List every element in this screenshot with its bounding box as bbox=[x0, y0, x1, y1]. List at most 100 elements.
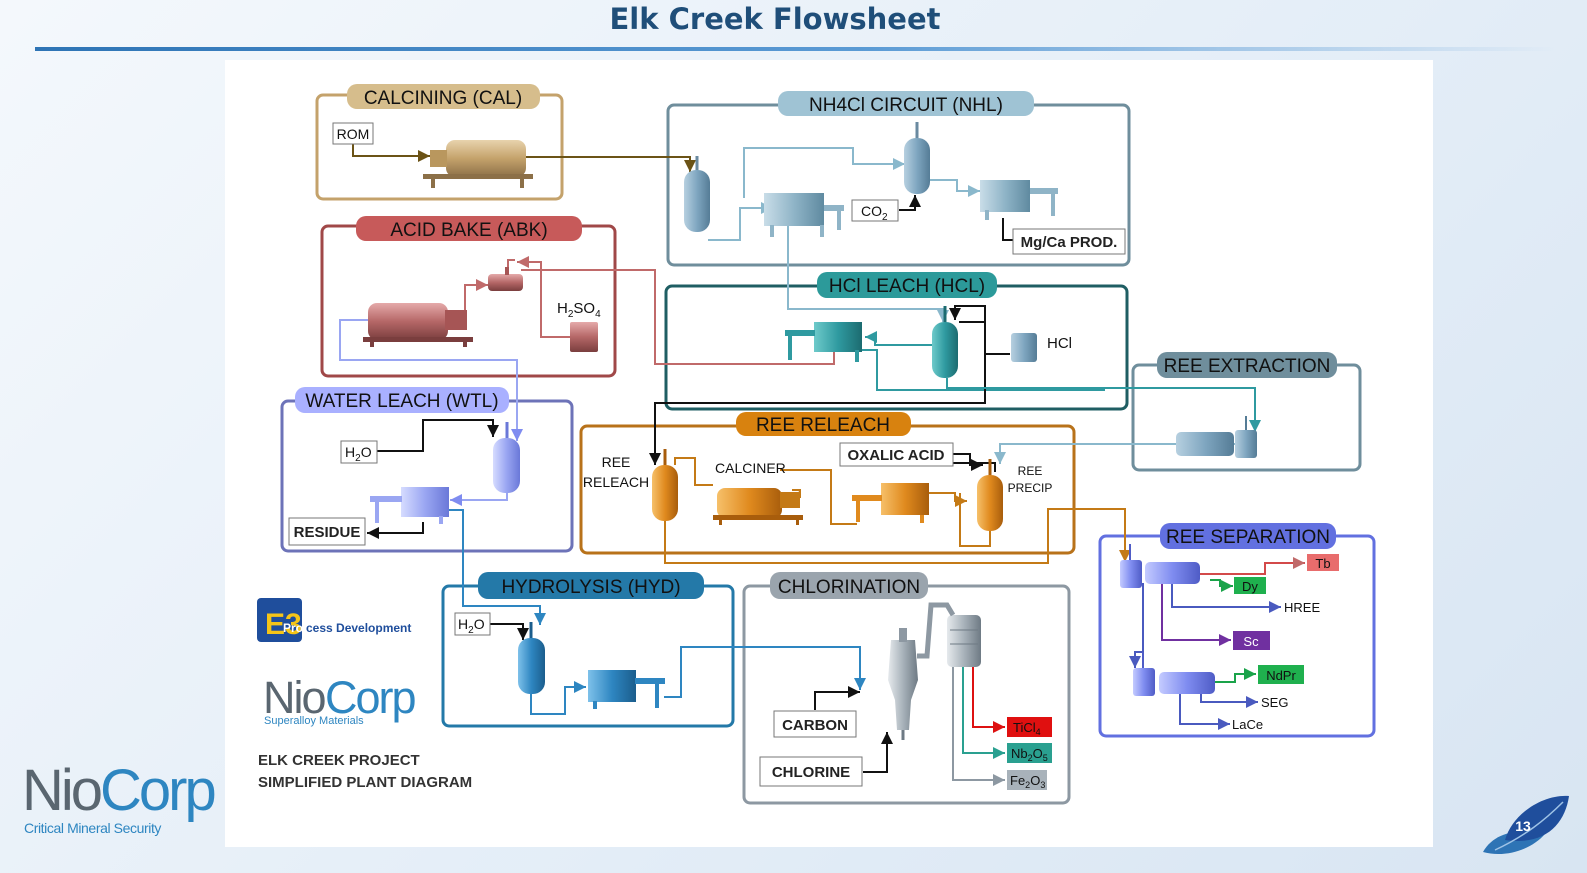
flow-chlorine bbox=[863, 732, 893, 773]
svg-text:CALCINER: CALCINER bbox=[715, 460, 786, 476]
svg-text:HYDROLYSIS (HYD): HYDROLYSIS (HYD) bbox=[501, 577, 680, 598]
ree-precip-reactor-icon bbox=[977, 459, 1003, 531]
svg-text:SIMPLIFIED PLANT DIAGRAM: SIMPLIFIED PLANT DIAGRAM bbox=[258, 774, 472, 791]
hcl-leach-title: HCl LEACH (HCL) bbox=[817, 272, 997, 298]
flow-abk-dryer-loop bbox=[507, 259, 515, 273]
flow-hyd-chl bbox=[664, 646, 866, 698]
svg-text:Dy: Dy bbox=[1242, 579, 1258, 594]
flow-releach-bottom bbox=[664, 508, 1131, 564]
flow-nhl-hcl bbox=[787, 225, 949, 322]
ticl4-product-label: TiCl4 bbox=[1007, 717, 1052, 737]
svg-text:PRECIP: PRECIP bbox=[1008, 481, 1053, 495]
tb-product-label: Tb bbox=[1307, 554, 1339, 571]
flow-lines bbox=[339, 143, 1305, 786]
svg-text:E3: E3 bbox=[265, 608, 302, 641]
flow-ndpr bbox=[1215, 668, 1256, 683]
svg-text:REE: REE bbox=[1018, 464, 1043, 478]
flow-filter-precip bbox=[928, 492, 967, 507]
flow-seg bbox=[1200, 694, 1258, 708]
svg-text:HREE: HREE bbox=[1284, 600, 1320, 615]
flow-precip-loop bbox=[959, 493, 991, 547]
water-leach-reactor-icon bbox=[493, 422, 520, 493]
flow-carbon bbox=[814, 686, 860, 710]
title-underline bbox=[35, 47, 1555, 51]
ree-extraction-title: REE EXTRACTION bbox=[1157, 352, 1337, 378]
svg-text:Corp: Corp bbox=[325, 672, 416, 723]
hydrolysis-filter-press-icon bbox=[588, 670, 665, 709]
hydrolysis-title: HYDROLYSIS (HYD) bbox=[478, 572, 704, 599]
chlorinator-icon bbox=[888, 628, 918, 740]
condenser-tower-icon bbox=[917, 602, 981, 667]
co2-label: CO2 bbox=[851, 199, 899, 223]
chlorination-title: CHLORINATION bbox=[770, 572, 928, 599]
lace-product-label: LaCe bbox=[1232, 717, 1263, 732]
flowsheet-svg: CALCINING (CAL) NH4Cl CIRCUIT (NHL) ACID… bbox=[257, 84, 1376, 805]
flow-sep-second bbox=[1129, 583, 1144, 668]
oxalic-acid-label: OXALIC ACID bbox=[839, 442, 954, 467]
flow-ticl4 bbox=[972, 665, 1005, 733]
flow-nhl-reactor2-filter2 bbox=[927, 179, 980, 197]
flow-hyd-reactor-filter bbox=[530, 681, 586, 715]
calcining-kiln-icon bbox=[423, 140, 533, 188]
hcl-reactor-icon bbox=[932, 306, 958, 378]
flow-rom-kiln bbox=[352, 143, 430, 162]
dy-product-label: Dy bbox=[1234, 577, 1266, 594]
flow-hcl-filter-out bbox=[857, 349, 1105, 391]
ree-separation-title: REE SEPARATION bbox=[1160, 523, 1336, 549]
calciner-kiln-icon bbox=[713, 488, 803, 525]
ree-releach-title: REE RELEACH bbox=[736, 412, 911, 436]
flow-hree bbox=[1171, 583, 1281, 613]
svg-text:Sc: Sc bbox=[1243, 634, 1259, 649]
flow-releach-calciner bbox=[674, 457, 713, 486]
nh4cl-filter-press-1-icon bbox=[764, 193, 844, 237]
calciner-label: CALCINER bbox=[715, 460, 786, 476]
project-caption: ELK CREEK PROJECT SIMPLIFIED PLANT DIAGR… bbox=[258, 752, 472, 791]
svg-text:H2O: H2O bbox=[345, 444, 372, 464]
water-leach-title: WATER LEACH (WTL) bbox=[295, 387, 509, 413]
svg-text:REE: REE bbox=[602, 454, 631, 470]
svg-text:WATER LEACH (WTL): WATER LEACH (WTL) bbox=[305, 391, 498, 412]
flow-lace bbox=[1179, 694, 1230, 730]
svg-text:CO2: CO2 bbox=[861, 203, 888, 223]
svg-text:REE EXTRACTION: REE EXTRACTION bbox=[1164, 356, 1331, 377]
svg-text:CARBON: CARBON bbox=[782, 717, 848, 734]
sc-product-label: Sc bbox=[1233, 631, 1270, 650]
flow-hcl-to-ree-ext bbox=[946, 378, 1261, 432]
svg-text:TiCl4: TiCl4 bbox=[1013, 720, 1041, 737]
flow-abk-wtl bbox=[339, 319, 523, 441]
flow-sc bbox=[1161, 583, 1231, 646]
svg-text:Fe2O3: Fe2O3 bbox=[1010, 773, 1045, 790]
svg-text:SEG: SEG bbox=[1261, 695, 1288, 710]
page-number: 13 bbox=[1515, 818, 1531, 834]
flow-hcl-to-releach bbox=[649, 321, 986, 465]
svg-text:CHLORINATION: CHLORINATION bbox=[778, 577, 920, 598]
rom-label: ROM bbox=[332, 122, 374, 145]
flow-oxalic bbox=[953, 453, 983, 471]
h2so4-label: H2SO4 bbox=[553, 297, 603, 320]
flow-hcl-reactor-filter bbox=[865, 331, 932, 346]
niocorp-wordmark: NioCorp bbox=[22, 758, 217, 823]
nh4cl-filter-press-2-icon bbox=[980, 180, 1058, 220]
svg-text:Nio: Nio bbox=[263, 672, 325, 723]
flow-fe2o3 bbox=[952, 665, 1005, 786]
ree-releach-label: REE RELEACH bbox=[583, 454, 649, 490]
water-leach-filter-press-icon bbox=[370, 487, 449, 524]
niocorp-superalloy-logo: Nio Corp Superalloy Materials bbox=[263, 672, 418, 727]
svg-text:HCl LEACH (HCL): HCl LEACH (HCL) bbox=[829, 276, 985, 297]
flow-co2 bbox=[899, 195, 921, 211]
svg-text:CALCINING (CAL): CALCINING (CAL) bbox=[364, 88, 522, 109]
svg-text:H2SO4: H2SO4 bbox=[557, 300, 601, 320]
flow-nhl-reactor-filter bbox=[708, 202, 773, 241]
flow-abk-hcl bbox=[521, 269, 840, 365]
svg-text:REE SEPARATION: REE SEPARATION bbox=[1166, 527, 1330, 548]
seg-product-label: SEG bbox=[1261, 695, 1288, 710]
flow-nb2o5 bbox=[962, 665, 1005, 759]
chlorine-label: CHLORINE bbox=[759, 756, 863, 787]
releach-filter-press-icon bbox=[852, 483, 929, 523]
nh4cl-reactor-2-icon bbox=[904, 122, 930, 194]
acid-bake-title: ACID BAKE (ABK) bbox=[356, 216, 582, 241]
flow-nhl-filter-reactor2 bbox=[743, 147, 905, 198]
flow-dy bbox=[1210, 579, 1233, 592]
svg-text:OXALIC ACID: OXALIC ACID bbox=[848, 447, 945, 464]
flow-ree-ext-precip bbox=[994, 443, 1235, 464]
